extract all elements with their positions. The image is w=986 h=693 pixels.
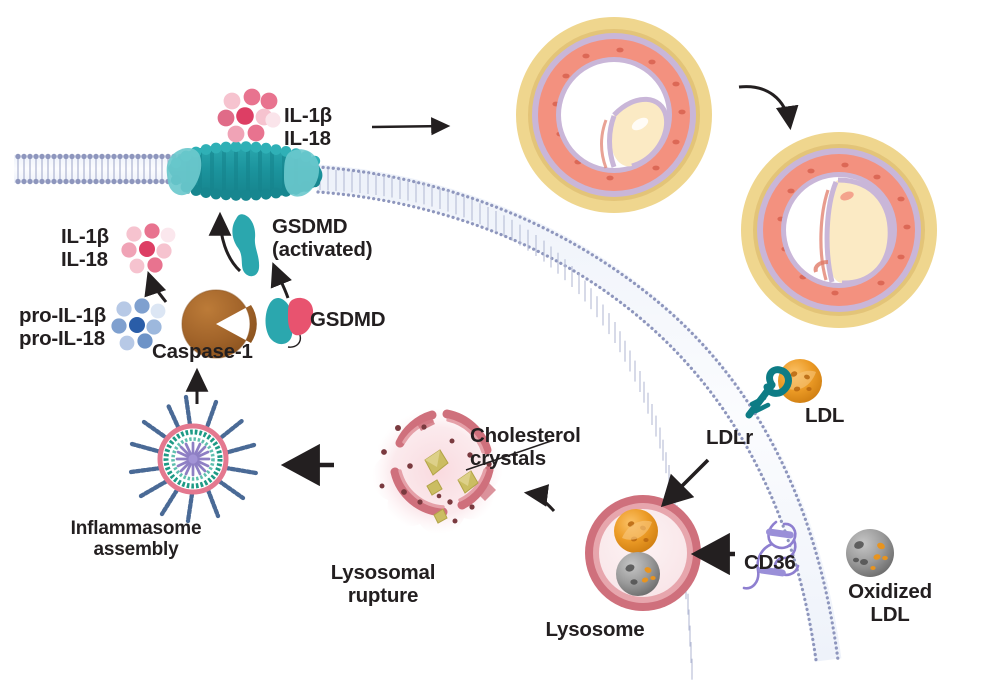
oxidized-ldl-label-line1: Oxidized bbox=[848, 580, 932, 603]
gsdmd-activated-label-line1: GSDMD bbox=[272, 215, 348, 238]
gsdmd-inactive bbox=[265, 297, 314, 348]
ruptured-lysosome bbox=[371, 408, 504, 535]
plasma-membrane-upper-left bbox=[14, 153, 189, 185]
caspase-1-label: Caspase-1 bbox=[152, 340, 253, 364]
gsdmd-label: GSDMD bbox=[310, 308, 386, 332]
ldlr-label: LDLr bbox=[706, 426, 754, 450]
artery-cross-section-moderate-plaque bbox=[516, 17, 712, 213]
pro-cytokines-label-line2: pro-IL-18 bbox=[19, 326, 105, 350]
ldlr-label-line1: LDLr bbox=[706, 426, 754, 449]
arrow-pro-cytokine-cleavage bbox=[144, 271, 168, 303]
lysosomal-rupture-label-line1: Lysosomal bbox=[330, 561, 436, 584]
cd36-membrane-anchors bbox=[758, 528, 794, 577]
intact-lysosome bbox=[585, 495, 701, 611]
secreted-cytokines-label-line1: IL-1β bbox=[284, 104, 332, 127]
artery-cross-section-severe-plaque bbox=[741, 132, 937, 328]
secreted-cytokine-cluster bbox=[217, 88, 281, 143]
gsdmd-pore bbox=[166, 141, 323, 201]
ldl-particle bbox=[778, 359, 822, 403]
mature-cytokines-label-line2: IL-18 bbox=[61, 247, 108, 271]
gsdmd-activated-label-line2: (activated) bbox=[272, 237, 373, 261]
lysosome-label-line1: Lysosome bbox=[545, 618, 645, 641]
oxidized-ldl-particle bbox=[846, 529, 894, 577]
arrow-uptake-to-lysosome bbox=[660, 458, 710, 508]
cd36-label: CD36 bbox=[744, 551, 796, 575]
plasma-membrane-curved bbox=[316, 164, 842, 680]
cholesterol-crystal-shapes bbox=[424, 449, 479, 524]
mature-cytokines-label-line1: IL-1β bbox=[61, 225, 109, 248]
caspase-1-enzyme bbox=[181, 289, 257, 359]
inflammasome-assembly-label-line1: Inflammasome bbox=[70, 518, 202, 539]
inflammasome-particle bbox=[128, 394, 259, 524]
cholesterol-crystals-label-line1: Cholesterol bbox=[470, 424, 581, 447]
gsdmd-activated-fragment bbox=[232, 214, 260, 277]
gsdmd-label-line1: GSDMD bbox=[310, 308, 386, 331]
cholesterol-crystals-label-line2: crystals bbox=[470, 446, 546, 470]
oxidized-ldl-label-line2: LDL bbox=[870, 602, 910, 626]
mature-cytokine-cluster bbox=[121, 223, 176, 274]
arrow-lysosome-to-rupture bbox=[523, 484, 556, 513]
gsdmd-activated-label: GSDMD(activated) bbox=[272, 215, 373, 262]
lysosomal-rupture-label-line2: rupture bbox=[347, 583, 419, 607]
pro-cytokine-cluster bbox=[111, 298, 166, 351]
inflammasome-assembly-label-line2: assembly bbox=[93, 539, 179, 561]
cd36-label-line1: CD36 bbox=[744, 551, 796, 574]
arrow-cytokine-secretion-to-vessel bbox=[371, 117, 451, 136]
lysosome-label: Lysosome bbox=[465, 618, 725, 642]
secreted-cytokines-label-line2: IL-18 bbox=[284, 126, 331, 150]
leader-line-cholesterol-crystals bbox=[465, 439, 555, 471]
caspase-1-label-line1: Caspase-1 bbox=[152, 340, 253, 363]
arrow-plaque-progression bbox=[738, 85, 799, 131]
arrow-gsdmd-cleavage bbox=[270, 262, 292, 299]
arrow-gsdmd-to-pore bbox=[208, 211, 242, 273]
ldlr-receptor bbox=[745, 366, 792, 419]
pro-cytokines-label-line1: pro-IL-1β bbox=[19, 304, 107, 327]
ldl-label: LDL bbox=[805, 404, 845, 428]
ldl-label-line1: LDL bbox=[805, 404, 845, 427]
